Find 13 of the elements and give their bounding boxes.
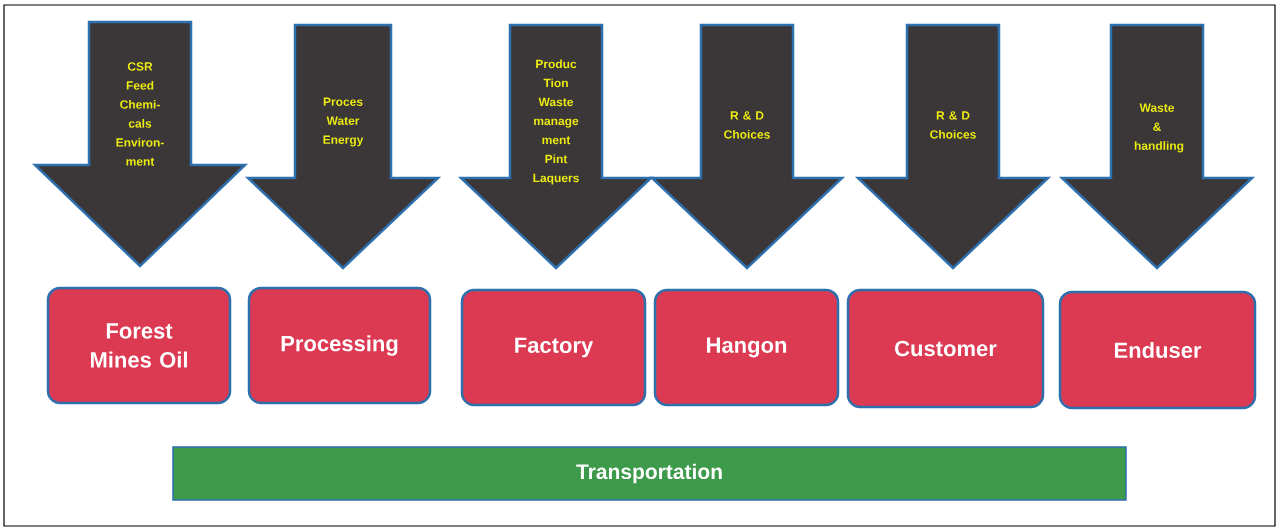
stage-box: Hangon <box>653 288 840 407</box>
down-pointer: Proces Water Energy <box>244 23 442 270</box>
transport-bar: Transportation <box>172 446 1127 501</box>
stage-box: Enduser <box>1058 290 1257 410</box>
stage-box: Customer <box>846 288 1045 409</box>
down-pointer: CSR Feed Chemi- cals Environ- ment <box>31 20 249 268</box>
stage-box: Forest Mines Oil <box>46 286 232 405</box>
stage-box: Factory <box>460 288 647 407</box>
down-pointer: R & D Choices <box>648 23 846 270</box>
down-pointer: Produc Tion Waste manage ment Pint Laquers <box>457 23 655 270</box>
down-pointer: R & D Choices <box>854 23 1052 270</box>
down-pointer: Waste & handling <box>1058 23 1256 270</box>
stage-box: Processing <box>247 286 432 405</box>
